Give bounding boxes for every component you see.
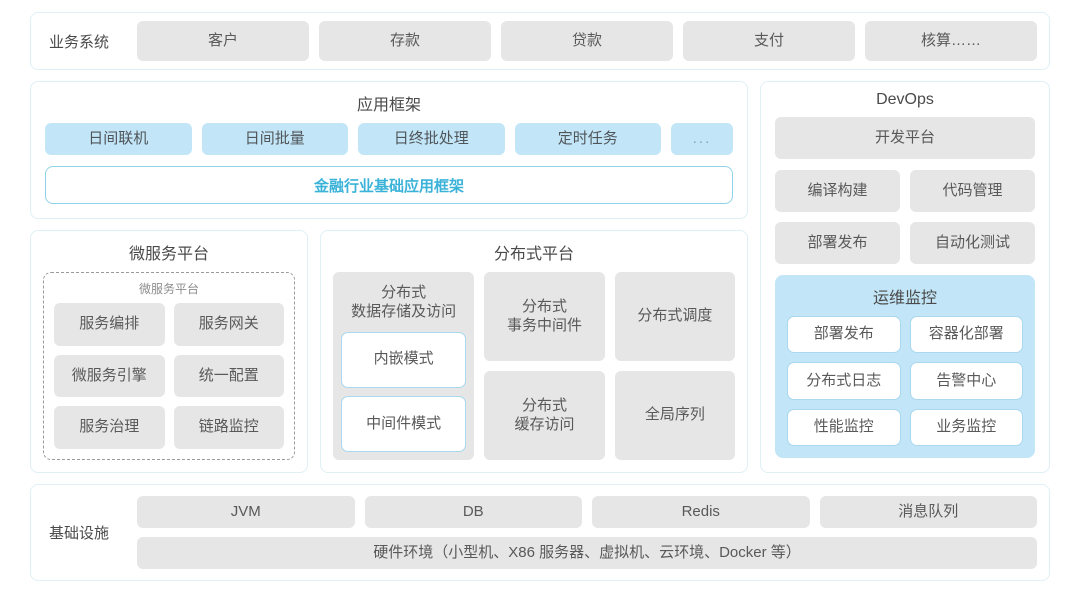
application-framework-title: 应用框架 [356, 97, 421, 114]
devops-item-1[interactable]: 代码管理 [910, 170, 1035, 212]
app-framework-chip-1[interactable]: 日间批量 [201, 123, 348, 155]
middle-section: 应用框架 日间联机 日间批量 日终批处理 定时任务 ... 金融行业基础应用框架… [30, 81, 1050, 473]
distributed-storage-mode-1[interactable]: 中间件模式 [341, 395, 467, 452]
distributed-storage-group[interactable]: 分布式 数据存储及访问 内嵌模式 中间件模式 [333, 272, 475, 460]
hardware-environment-bar[interactable]: 硬件环境（小型机、X86 服务器、虚拟机、云环境、Docker 等） [137, 537, 1037, 569]
microservice-platform-card: 微服务平台 微服务平台 服务编排 服务网关 微服务引擎 统一配置 服务治理 链路… [30, 230, 308, 473]
application-framework-card: 应用框架 日间联机 日间批量 日终批处理 定时任务 ... 金融行业基础应用框架 [30, 81, 748, 219]
finance-base-framework-bar[interactable]: 金融行业基础应用框架 [45, 166, 733, 204]
distributed-storage-mode-0[interactable]: 内嵌模式 [341, 331, 467, 388]
ops-item-0[interactable]: 部署发布 [787, 316, 901, 354]
microservice-item-5[interactable]: 链路监控 [173, 406, 284, 449]
microservice-item-1[interactable]: 服务网关 [173, 303, 284, 346]
devops-item-2[interactable]: 部署发布 [775, 222, 900, 264]
ops-monitoring-panel: 运维监控 部署发布 容器化部署 分布式日志 告警中心 性能监控 业务监控 [775, 275, 1035, 458]
app-framework-chip-3[interactable]: 定时任务 [514, 123, 661, 155]
infrastructure-item-1[interactable]: DB [364, 496, 582, 528]
distributed-storage-title-line1: 分布式 [381, 284, 427, 301]
infrastructure-item-row: JVM DB Redis 消息队列 [137, 496, 1037, 528]
ops-item-3[interactable]: 告警中心 [909, 362, 1023, 400]
platform-row: 微服务平台 微服务平台 服务编排 服务网关 微服务引擎 统一配置 服务治理 链路… [30, 230, 748, 473]
microservice-platform-title: 微服务平台 [128, 246, 209, 263]
business-system-item-0[interactable]: 客户 [137, 21, 309, 61]
devops-column: DevOps 开发平台 编译构建 代码管理 部署发布 自动化测试 运维监控 部署… [760, 81, 1050, 473]
ops-item-1[interactable]: 容器化部署 [909, 316, 1023, 354]
infrastructure-content: JVM DB Redis 消息队列 硬件环境（小型机、X86 服务器、虚拟机、云… [137, 496, 1037, 569]
ops-monitoring-title: 运维监控 [872, 290, 937, 307]
business-system-row: 业务系统 客户 存款 贷款 支付 核算…… [30, 12, 1050, 70]
business-system-item-1[interactable]: 存款 [319, 21, 491, 61]
distributed-cell-2-text: 分布式 缓存访问 [514, 397, 574, 435]
microservice-item-4[interactable]: 服务治理 [54, 406, 165, 449]
distributed-cell-0-text: 分布式 事务中间件 [507, 298, 582, 336]
distributed-cell-1[interactable]: 分布式调度 [614, 272, 735, 361]
microservice-item-grid: 服务编排 服务网关 微服务引擎 统一配置 服务治理 链路监控 [54, 303, 284, 449]
distributed-platform-card: 分布式平台 分布式 数据存储及访问 内嵌模式 中间件模式 [320, 230, 748, 473]
infrastructure-card: 基础设施 JVM DB Redis 消息队列 硬件环境（小型机、X86 服务器、… [30, 484, 1050, 581]
distributed-platform-title: 分布式平台 [493, 246, 574, 263]
microservice-item-3[interactable]: 统一配置 [173, 354, 284, 398]
microservice-inner-title: 微服务平台 [138, 282, 199, 296]
distributed-cell-2-line1: 分布式 [521, 396, 567, 414]
distributed-cell-3[interactable]: 全局序列 [614, 371, 735, 460]
ops-monitoring-grid: 部署发布 容器化部署 分布式日志 告警中心 性能监控 业务监控 [787, 316, 1023, 446]
infrastructure-item-0[interactable]: JVM [137, 496, 355, 528]
distributed-cell-2-line2: 缓存访问 [514, 415, 575, 433]
devops-card: DevOps 开发平台 编译构建 代码管理 部署发布 自动化测试 运维监控 部署… [760, 81, 1050, 473]
app-framework-chip-2[interactable]: 日终批处理 [358, 123, 505, 155]
ops-item-4[interactable]: 性能监控 [787, 408, 901, 446]
distributed-platform-body: 分布式 数据存储及访问 内嵌模式 中间件模式 分布式 事务中间件 [333, 272, 735, 460]
business-system-item-4[interactable]: 核算…… [865, 21, 1037, 61]
devops-dev-platform[interactable]: 开发平台 [775, 117, 1035, 159]
devops-item-0[interactable]: 编译构建 [775, 170, 900, 212]
ops-item-5[interactable]: 业务监控 [909, 408, 1023, 446]
microservice-item-0[interactable]: 服务编排 [54, 303, 165, 346]
distributed-cell-0[interactable]: 分布式 事务中间件 [484, 272, 605, 361]
infrastructure-item-2[interactable]: Redis [592, 496, 810, 528]
microservice-item-2[interactable]: 微服务引擎 [54, 354, 165, 398]
distributed-cell-grid: 分布式 事务中间件 分布式调度 分布式 缓存访问 [484, 272, 735, 460]
distributed-cell-0-line2: 事务中间件 [506, 316, 582, 334]
distributed-cell-0-line1: 分布式 [521, 297, 567, 315]
business-system-item-2[interactable]: 贷款 [501, 21, 673, 61]
infrastructure-label: 基础设施 [49, 525, 110, 542]
middle-left-column: 应用框架 日间联机 日间批量 日终批处理 定时任务 ... 金融行业基础应用框架… [30, 81, 748, 473]
app-framework-more-chip[interactable]: ... [671, 123, 733, 155]
distributed-storage-title: 分布式 数据存储及访问 [341, 280, 466, 324]
app-framework-chip-0[interactable]: 日间联机 [45, 123, 192, 155]
distributed-storage-title-line2: 数据存储及访问 [351, 302, 457, 320]
business-system-item-3[interactable]: 支付 [683, 21, 855, 61]
ops-item-2[interactable]: 分布式日志 [787, 362, 901, 400]
business-system-label: 业务系统 [49, 33, 110, 51]
devops-item-grid: 编译构建 代码管理 部署发布 自动化测试 [775, 170, 1035, 264]
distributed-cell-2[interactable]: 分布式 缓存访问 [484, 371, 605, 460]
application-framework-chip-row: 日间联机 日间批量 日终批处理 定时任务 ... [45, 123, 733, 155]
microservice-inner-dashed-box: 微服务平台 服务编排 服务网关 微服务引擎 统一配置 服务治理 链路监控 [43, 272, 295, 460]
devops-title: DevOps [876, 91, 934, 108]
devops-item-3[interactable]: 自动化测试 [910, 222, 1035, 264]
infrastructure-item-3[interactable]: 消息队列 [819, 496, 1037, 528]
